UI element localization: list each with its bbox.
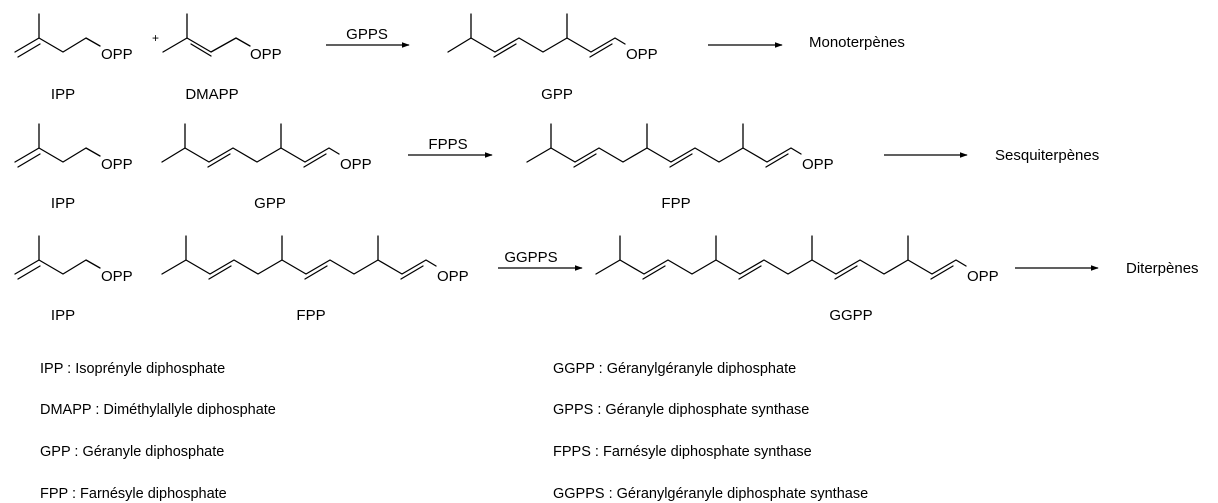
ipp-structure-row1: OPP	[14, 13, 133, 63]
outcome-sesquiterpenes: Sesquiterpènes	[995, 147, 1099, 164]
glossary-dmapp: DMAPP : Diméthylallyle diphosphate	[40, 402, 276, 418]
molecule-label-ipp: IPP	[51, 195, 75, 212]
molecule-label-gpp: GPP	[254, 195, 286, 212]
molecule-label-ipp: IPP	[51, 86, 75, 103]
ipp-structure-row2: OPP	[14, 123, 133, 173]
glossary-fpp: FPP : Farnésyle diphosphate	[40, 486, 227, 502]
reaction-arrow-gpps: GPPS	[326, 26, 410, 48]
ggpp-structure: OPP	[595, 235, 999, 285]
enzyme-label-gpps: GPPS	[346, 26, 388, 43]
gpp-structure-row2: OPP	[161, 123, 372, 173]
opp-label: OPP	[626, 46, 658, 63]
glossary-gpp: GPP : Géranyle diphosphate	[40, 444, 225, 460]
opp-label: OPP	[340, 156, 372, 173]
reaction-arrow-ggpps: GGPPS	[498, 249, 583, 271]
glossary-fpps: FPPS : Farnésyle diphosphate synthase	[553, 444, 812, 460]
glossary-ggpps: GGPPS : Géranylgéranyle diphosphate synt…	[553, 486, 869, 502]
molecule-label-ggpp: GGPP	[829, 307, 872, 324]
opp-label: OPP	[101, 268, 133, 285]
gpp-structure-row1: OPP	[447, 13, 658, 63]
enzyme-label-fpps: FPPS	[428, 136, 467, 153]
plus-sign: +	[152, 31, 159, 45]
fpp-structure-row3: OPP	[161, 235, 469, 285]
molecule-label-gpp: GPP	[541, 86, 573, 103]
reaction-arrow-fpps: FPPS	[408, 136, 493, 158]
opp-label: OPP	[101, 46, 133, 63]
dmapp-structure: OPP	[162, 13, 282, 63]
opp-label: OPP	[437, 268, 469, 285]
glossary-gpps: GPPS : Géranyle diphosphate synthase	[553, 402, 810, 418]
opp-label: OPP	[101, 156, 133, 173]
molecule-label-fpp: FPP	[296, 307, 325, 324]
outcome-diterpenes: Diterpènes	[1126, 260, 1199, 277]
glossary-ipp: IPP : Isoprényle diphosphate	[40, 361, 226, 377]
fpp-structure-row2: OPP	[526, 123, 834, 173]
opp-label: OPP	[967, 268, 999, 285]
glossary-ggpp: GGPP : Géranylgéranyle diphosphate	[553, 361, 797, 377]
outcome-monoterpenes: Monoterpènes	[809, 34, 905, 51]
molecule-label-dmapp: DMAPP	[185, 86, 238, 103]
opp-label: OPP	[802, 156, 834, 173]
molecule-label-fpp: FPP	[661, 195, 690, 212]
opp-label: OPP	[250, 46, 282, 63]
ipp-structure-row3: OPP	[14, 235, 133, 285]
molecule-label-ipp: IPP	[51, 307, 75, 324]
enzyme-label-ggpps: GGPPS	[504, 249, 557, 266]
